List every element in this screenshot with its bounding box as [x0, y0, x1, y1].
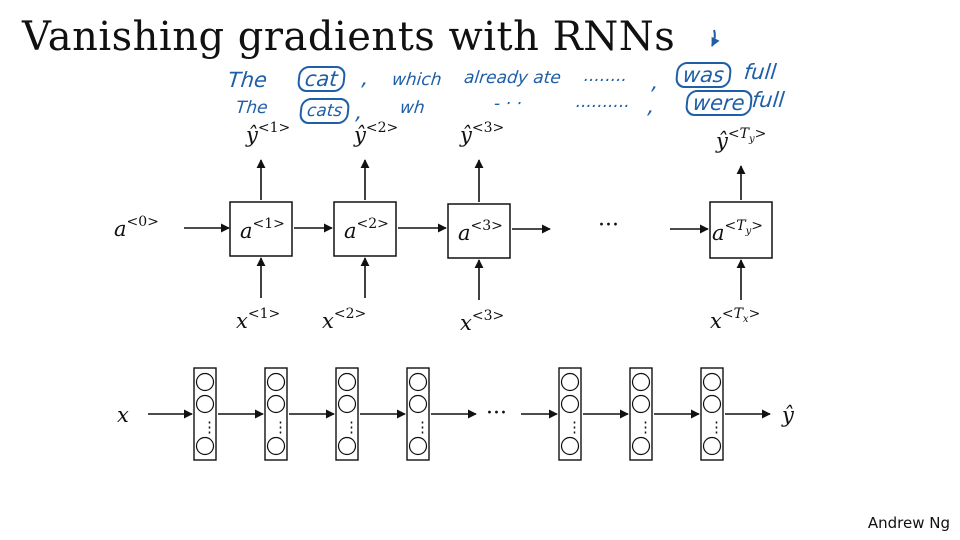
deepnet-input-label: x — [117, 403, 129, 427]
neuron-node — [195, 436, 215, 456]
slide-title: Vanishing gradients with RNNs — [22, 14, 676, 60]
neuron-node — [408, 394, 428, 414]
x-2-label: x<2> — [322, 306, 366, 333]
neuron-node — [631, 372, 651, 392]
neuron-node — [560, 436, 580, 456]
layer-dots: ⋮ — [567, 418, 582, 436]
rnn-cell-2 — [333, 201, 397, 257]
neuron-node — [631, 436, 651, 456]
neuron-node — [702, 394, 722, 414]
rnn-cell-2-label: a<2> — [344, 216, 389, 243]
author-credit: Andrew Ng — [867, 514, 950, 532]
neuron-node — [337, 436, 357, 456]
neuron-node — [702, 372, 722, 392]
layer-dots: ⋮ — [273, 418, 288, 436]
layer-7 — [700, 367, 724, 461]
rnn-cell-1 — [229, 201, 293, 257]
rnn-cell-1-label: a<1> — [240, 216, 285, 243]
activation-a0-label: a<0> — [114, 214, 159, 241]
neuron-node — [266, 372, 286, 392]
rnn-cell-last-label: a<Ty> — [712, 218, 763, 245]
neuron-node — [408, 436, 428, 456]
layer-dots: ⋮ — [709, 418, 724, 436]
y-hat-3-label: ŷ<3> — [459, 120, 504, 147]
layer-6 — [629, 367, 653, 461]
neuron-node — [702, 436, 722, 456]
neuron-node — [266, 394, 286, 414]
neuron-node — [195, 372, 215, 392]
neuron-node — [195, 394, 215, 414]
layer-3 — [335, 367, 359, 461]
down-arrow-icon — [711, 29, 720, 47]
neuron-node — [337, 372, 357, 392]
x-last-label: x<Tx> — [710, 306, 760, 333]
neuron-node — [631, 394, 651, 414]
rnn-cell-3-label: a<3> — [458, 218, 503, 245]
neuron-node — [337, 394, 357, 414]
neuron-node — [266, 436, 286, 456]
deepnet-ellipsis: ··· — [486, 401, 507, 426]
y-hat-last-label: ŷ<Ty> — [715, 126, 766, 153]
x-1-label: x<1> — [236, 306, 280, 333]
rnn-cell-last — [709, 201, 773, 259]
neuron-node — [560, 372, 580, 392]
layer-4 — [406, 367, 430, 461]
layer-dots: ⋮ — [202, 418, 217, 436]
rnn-ellipsis: ··· — [598, 213, 619, 238]
deep-network-diagram: x ŷ ··· ⋮ ⋮ ⋮ ⋮ ⋮ ⋮ ⋮ — [117, 367, 795, 461]
neuron-node — [408, 372, 428, 392]
x-3-label: x<3> — [460, 308, 504, 335]
y-hat-2-label: ŷ<2> — [353, 120, 398, 147]
layer-dots: ⋮ — [344, 418, 359, 436]
layer-1 — [193, 367, 217, 461]
neuron-node — [560, 394, 580, 414]
rnn-cell-3 — [447, 203, 511, 259]
layer-dots: ⋮ — [638, 418, 653, 436]
layer-dots: ⋮ — [415, 418, 430, 436]
y-hat-1-label: ŷ<1> — [245, 120, 290, 147]
deepnet-output-label: ŷ — [781, 403, 795, 427]
layer-5 — [558, 367, 582, 461]
layer-2 — [264, 367, 288, 461]
